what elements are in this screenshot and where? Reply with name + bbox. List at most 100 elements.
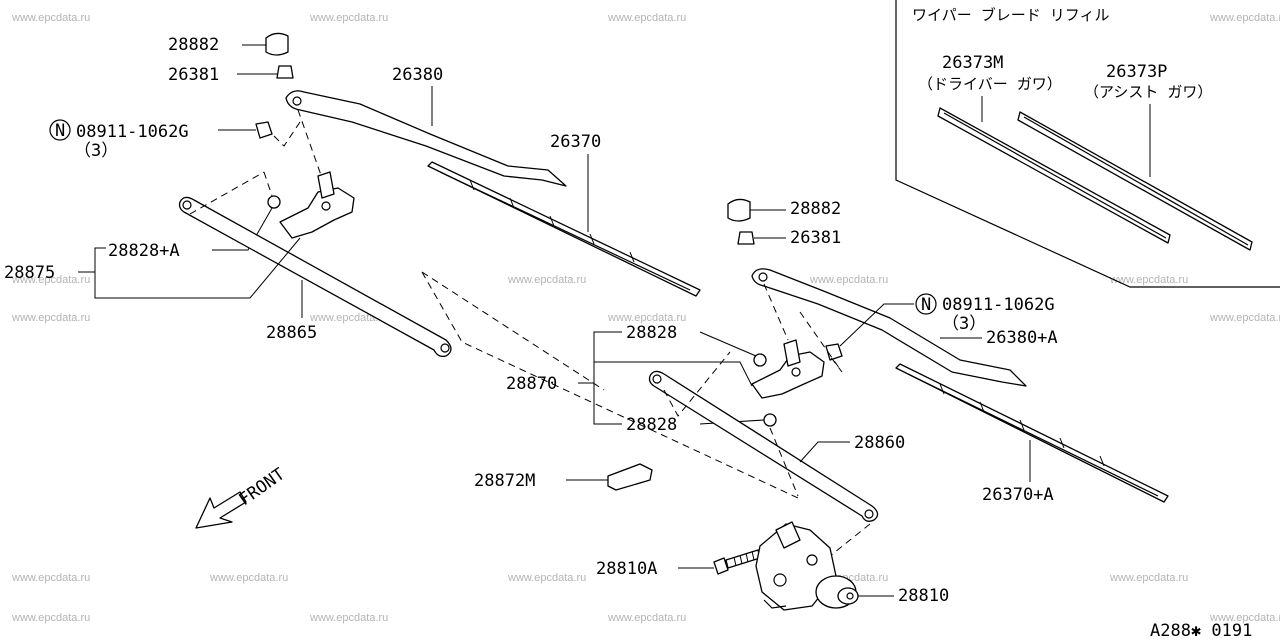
leader-link-assy-upper bbox=[78, 247, 106, 273]
watermark-text: www.epcdata.ru bbox=[11, 312, 90, 324]
assembly-line-nut-right bbox=[799, 311, 843, 373]
bolt-head[interactable] bbox=[713, 557, 729, 575]
assembly-line-link-centre bbox=[421, 271, 605, 391]
assembly-line-motor-right bbox=[829, 523, 871, 557]
label-arm-left[interactable]: 26380 bbox=[392, 65, 443, 85]
bolt-thread bbox=[733, 550, 755, 567]
watermark-text: www.epcdata.ru bbox=[507, 572, 586, 584]
label-protector[interactable]: 28872M bbox=[474, 471, 535, 491]
blade-hatch-right bbox=[939, 383, 1105, 467]
assembly-line-arm-right bbox=[763, 283, 789, 341]
watermark-text: www.epcdata.ru bbox=[1209, 312, 1280, 324]
watermark-text: www.epcdata.ru bbox=[309, 312, 388, 324]
leader-link-assy-upper-right bbox=[578, 331, 622, 384]
protector-group: 28872M bbox=[474, 463, 653, 491]
label-bushing-upper[interactable]: 28828 bbox=[626, 323, 677, 343]
link-rod-left-end-a bbox=[182, 200, 192, 210]
label-refill-driver-note: （ドライバー ガワ） bbox=[918, 75, 1062, 93]
link-protector[interactable] bbox=[607, 463, 653, 491]
watermark-text: www.epcdata.ru bbox=[1209, 12, 1280, 24]
motor-shaft bbox=[846, 592, 854, 600]
motor-connector bbox=[763, 599, 787, 609]
link-rod-right-end-b bbox=[864, 509, 874, 519]
standard-part-symbol-right bbox=[915, 293, 937, 315]
label-cap-left[interactable]: 28882 bbox=[168, 35, 219, 55]
motor-crank-mount bbox=[775, 521, 801, 549]
standard-part-symbol-left bbox=[49, 119, 71, 141]
watermark-text: www.epcdata.ru bbox=[11, 612, 90, 624]
label-cap-right[interactable]: 28882 bbox=[790, 199, 841, 219]
watermark-text: www.epcdata.ru bbox=[809, 274, 888, 286]
label-nut-spec-right[interactable]: 08911-1062G bbox=[942, 295, 1055, 315]
pivot-shaft-right bbox=[783, 339, 801, 367]
label-refill-assist[interactable]: 26373P bbox=[1106, 62, 1167, 82]
assembly-line-rod-left bbox=[189, 171, 265, 215]
motor-gear bbox=[773, 573, 787, 587]
label-link-rod-right[interactable]: 28860 bbox=[854, 433, 905, 453]
assembly-line-bushing-right bbox=[769, 427, 799, 497]
label-nut-spec-left[interactable]: 08911-1062G bbox=[76, 122, 189, 142]
refill-groove-driver bbox=[943, 112, 1167, 239]
leader-link-assy-lower-right bbox=[593, 383, 622, 425]
link-rod-left[interactable] bbox=[178, 196, 452, 358]
left-wiper-group: 28882 26381 26380 26370 N 08911-1062G （3… bbox=[4, 32, 799, 499]
pivot-bracket-left[interactable] bbox=[279, 187, 355, 239]
blade-spine-left bbox=[439, 171, 691, 291]
watermark-layer: www.epcdata.ru www.epcdata.ru www.epcdat… bbox=[11, 12, 1280, 624]
label-bushing-a[interactable]: 28828+A bbox=[108, 241, 180, 261]
front-indicator: FRONT bbox=[195, 464, 289, 529]
wiper-arm-right[interactable] bbox=[751, 268, 1027, 387]
watermark-text: www.epcdata.ru bbox=[11, 572, 90, 584]
label-motor[interactable]: 28810 bbox=[898, 586, 949, 606]
bolt-shank bbox=[725, 549, 761, 569]
pivot-nut-right[interactable] bbox=[737, 231, 755, 245]
pivot-cap-left[interactable] bbox=[265, 32, 289, 56]
label-link-rod-left[interactable]: 28865 bbox=[266, 323, 317, 343]
pivot-shaft-left bbox=[317, 171, 335, 199]
hex-nut-left[interactable] bbox=[255, 121, 273, 139]
label-nut-right[interactable]: 26381 bbox=[790, 228, 841, 248]
bushing-lower[interactable] bbox=[763, 413, 777, 427]
watermark-text: www.epcdata.ru bbox=[1209, 612, 1280, 624]
hex-nut-right[interactable] bbox=[825, 343, 843, 361]
watermark-text: www.epcdata.ru bbox=[607, 312, 686, 324]
inset-frame bbox=[895, 0, 1280, 288]
watermark-text: www.epcdata.ru bbox=[309, 612, 388, 624]
label-refill-assist-note: （アシスト ガワ） bbox=[1084, 83, 1212, 101]
leader-link-rod-right bbox=[799, 441, 850, 463]
pivot-bracket-right[interactable] bbox=[751, 351, 825, 399]
watermark-text: www.epcdata.ru bbox=[309, 12, 388, 24]
refill-groove-assist bbox=[1023, 116, 1249, 246]
assembly-line-arm-left bbox=[297, 109, 323, 179]
bushing-a[interactable] bbox=[267, 195, 281, 209]
label-refill-driver[interactable]: 26373M bbox=[942, 53, 1003, 73]
watermark-text: www.epcdata.ru bbox=[1109, 572, 1188, 584]
watermark-text: www.epcdata.ru bbox=[607, 12, 686, 24]
label-link-assy-right[interactable]: 28870 bbox=[506, 374, 557, 394]
pivot-cap-right[interactable] bbox=[727, 198, 751, 222]
arm-pivot-hole-right bbox=[758, 272, 768, 282]
link-rod-right-end-a bbox=[652, 374, 662, 384]
link-rod-right[interactable] bbox=[648, 370, 879, 522]
label-arm-right[interactable]: 26380+A bbox=[986, 328, 1058, 348]
refill-inset: ワイパー ブレード リフィル 26373M （ドライバー ガワ） 26373P … bbox=[895, 0, 1280, 288]
label-link-assy-left[interactable]: 28875 bbox=[4, 263, 55, 283]
watermark-text: www.epcdata.ru bbox=[11, 274, 90, 286]
label-nut-qty-left: （3） bbox=[74, 141, 118, 161]
assembly-line-nut-left bbox=[271, 121, 301, 147]
nut-symbol-right: N bbox=[921, 295, 931, 315]
right-wiper-group: 28882 26381 26380+A N 08911-1062G （3） 26… bbox=[506, 198, 1169, 557]
label-blade-right[interactable]: 26370+A bbox=[982, 485, 1054, 505]
blade-spine-right bbox=[907, 373, 1159, 497]
label-bushing-lower[interactable]: 28828 bbox=[626, 415, 677, 435]
label-bolt[interactable]: 28810A bbox=[596, 559, 657, 579]
pivot-bolt-left bbox=[321, 201, 331, 211]
label-blade-left[interactable]: 26370 bbox=[550, 132, 601, 152]
wiper-arm-left[interactable] bbox=[285, 90, 567, 187]
link-rod-left-end-b bbox=[440, 343, 450, 353]
label-nut-left[interactable]: 26381 bbox=[168, 65, 219, 85]
bushing-upper[interactable] bbox=[753, 353, 767, 367]
pivot-nut-left[interactable] bbox=[276, 65, 294, 79]
assembly-line-bushing-left bbox=[263, 171, 273, 197]
